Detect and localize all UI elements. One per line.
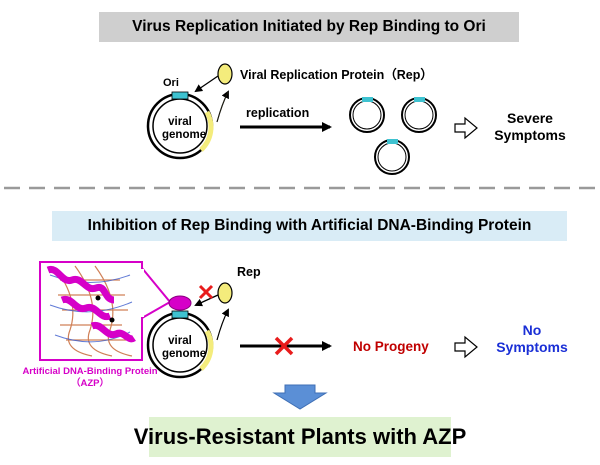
no-progeny-label: No Progeny <box>353 339 429 354</box>
severe-symptoms-label: Severe Symptoms <box>494 110 566 143</box>
rep-production-arrow <box>216 90 229 123</box>
rep-blocked-x-icon <box>198 284 214 300</box>
azp-callout-pointer <box>141 265 172 320</box>
replicated-genome-3 <box>374 139 410 175</box>
bottom-rep-production-arrow <box>216 308 229 341</box>
title-bottom: Virus-Resistant Plants with AZP <box>133 424 467 449</box>
azp-label: Artificial DNA-Binding Protein （AZP） <box>22 366 158 389</box>
no-symptoms-label: No Symptoms <box>496 322 568 355</box>
genome-label-bottom: viral genome <box>162 335 207 360</box>
replication-blocked-x-icon <box>274 336 294 356</box>
replicated-genome-1 <box>349 97 385 133</box>
title-top-banner: Virus Replication Initiated by Rep Bindi… <box>99 12 519 42</box>
top-viral-genome-circle <box>146 91 214 160</box>
rep-label-top: Viral Replication Protein（Rep） <box>240 68 433 82</box>
ori-label: Ori <box>163 77 179 89</box>
rep-to-ori-arrow <box>194 75 219 93</box>
outcome-arrow-bottom <box>454 335 478 359</box>
title-bottom-banner: Virus-Resistant Plants with AZP <box>134 417 466 457</box>
azp-structure-image <box>39 261 143 361</box>
bottom-viral-genome-circle <box>146 310 214 379</box>
title-middle: Inhibition of Rep Binding with Artificia… <box>87 217 532 234</box>
genome-label-top: viral genome <box>162 116 207 141</box>
replicated-genome-2 <box>401 97 437 133</box>
title-middle-banner: Inhibition of Rep Binding with Artificia… <box>52 211 567 241</box>
down-arrow-icon <box>272 384 328 410</box>
outcome-arrow-top <box>454 116 478 140</box>
rep-blocked-arrow <box>194 294 219 307</box>
rep-label-bottom: Rep <box>237 265 261 279</box>
bottom-rep-protein <box>217 282 233 304</box>
top-rep-protein <box>217 63 233 85</box>
replication-label: replication <box>246 106 310 120</box>
azp-protein <box>168 295 192 311</box>
title-top: Virus Replication Initiated by Rep Bindi… <box>132 18 486 35</box>
